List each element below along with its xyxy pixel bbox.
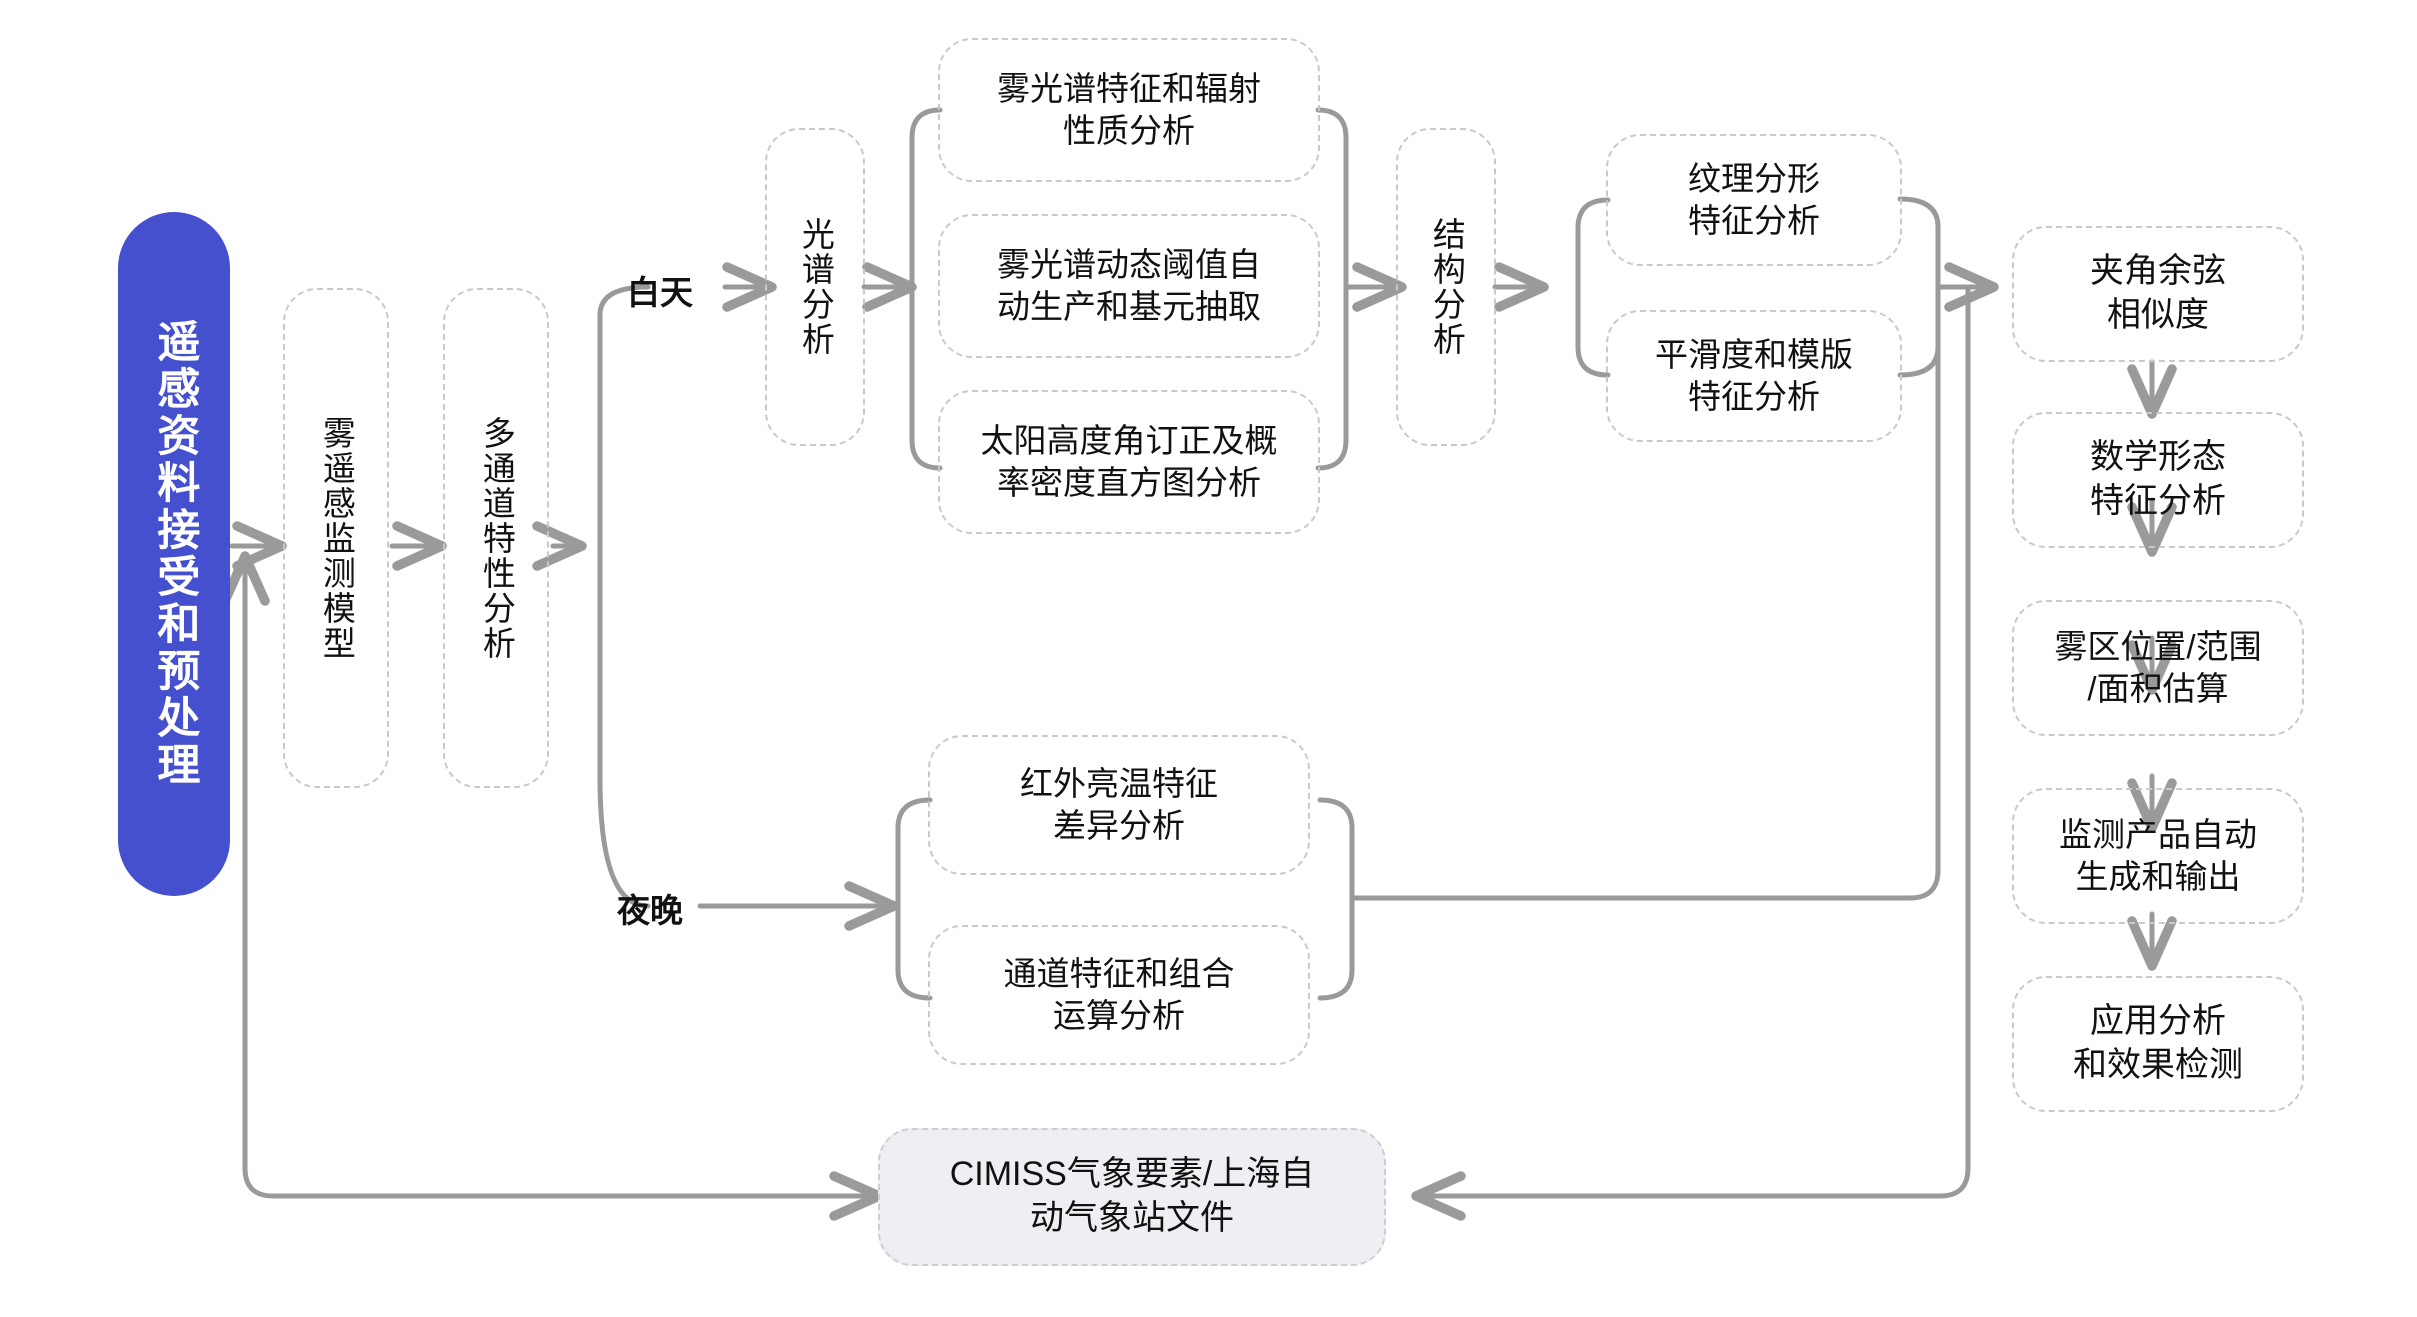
node-day-box-3[interactable]: 太阳高度角订正及概 率密度直方图分析 <box>938 390 1320 534</box>
node-right-chain-3[interactable]: 雾区位置/范围 /面积估算 <box>2012 600 2304 736</box>
node-structure-analysis[interactable]: 结构分析 <box>1396 128 1496 446</box>
node-input-preprocess[interactable]: 遥感资料接受和预处理 <box>118 212 230 896</box>
node-data-source[interactable]: CIMISS气象要素/上海自 动气象站文件 <box>878 1128 1386 1266</box>
node-structure-box-2[interactable]: 平滑度和模版 特征分析 <box>1606 310 1902 442</box>
node-label: 遥感资料接受和预处理 <box>150 319 199 789</box>
node-label: 结构分析 <box>1428 217 1466 357</box>
branch-label-night: 夜晚 <box>617 892 683 929</box>
node-label: 监测产品自动 生成和输出 <box>2059 815 2257 895</box>
node-label: 雾光谱动态阈值自 动生产和基元抽取 <box>997 245 1261 325</box>
node-label: 数学形态 特征分析 <box>2090 438 2226 520</box>
node-label: 红外亮温特征 差异分析 <box>1020 764 1218 844</box>
node-spectral-analysis[interactable]: 光谱分析 <box>765 128 865 446</box>
node-label: 多通道特性分析 <box>478 415 516 661</box>
node-label: 雾区位置/范围 /面积估算 <box>2054 627 2262 707</box>
node-day-box-1[interactable]: 雾光谱特征和辐射 性质分析 <box>938 38 1320 182</box>
node-label: 太阳高度角订正及概 率密度直方图分析 <box>980 421 1278 501</box>
node-label: 雾遥感监测模型 <box>318 415 356 661</box>
node-right-chain-4[interactable]: 监测产品自动 生成和输出 <box>2012 788 2304 924</box>
node-night-box-2[interactable]: 通道特征和组合 运算分析 <box>928 925 1310 1065</box>
node-label: 纹理分形 特征分析 <box>1688 159 1820 239</box>
node-label: 光谱分析 <box>797 217 835 357</box>
node-label: 夹角余弦 相似度 <box>2090 252 2226 334</box>
node-multichannel-analysis[interactable]: 多通道特性分析 <box>443 288 549 788</box>
node-fog-rs-model[interactable]: 雾遥感监测模型 <box>283 288 389 788</box>
node-label: 应用分析 和效果检测 <box>2073 1002 2243 1084</box>
node-label: 平滑度和模版 特征分析 <box>1655 335 1853 415</box>
node-right-chain-2[interactable]: 数学形态 特征分析 <box>2012 412 2304 548</box>
node-day-box-2[interactable]: 雾光谱动态阈值自 动生产和基元抽取 <box>938 214 1320 358</box>
node-right-chain-1[interactable]: 夹角余弦 相似度 <box>2012 226 2304 362</box>
node-label: 通道特征和组合 运算分析 <box>1003 954 1235 1034</box>
node-label: CIMISS气象要素/上海自 动气象站文件 <box>949 1155 1315 1237</box>
node-right-chain-5[interactable]: 应用分析 和效果检测 <box>2012 976 2304 1112</box>
node-structure-box-1[interactable]: 纹理分形 特征分析 <box>1606 134 1902 266</box>
branch-label-day: 白天 <box>627 274 693 311</box>
node-night-box-1[interactable]: 红外亮温特征 差异分析 <box>928 735 1310 875</box>
node-label: 雾光谱特征和辐射 性质分析 <box>997 69 1261 149</box>
